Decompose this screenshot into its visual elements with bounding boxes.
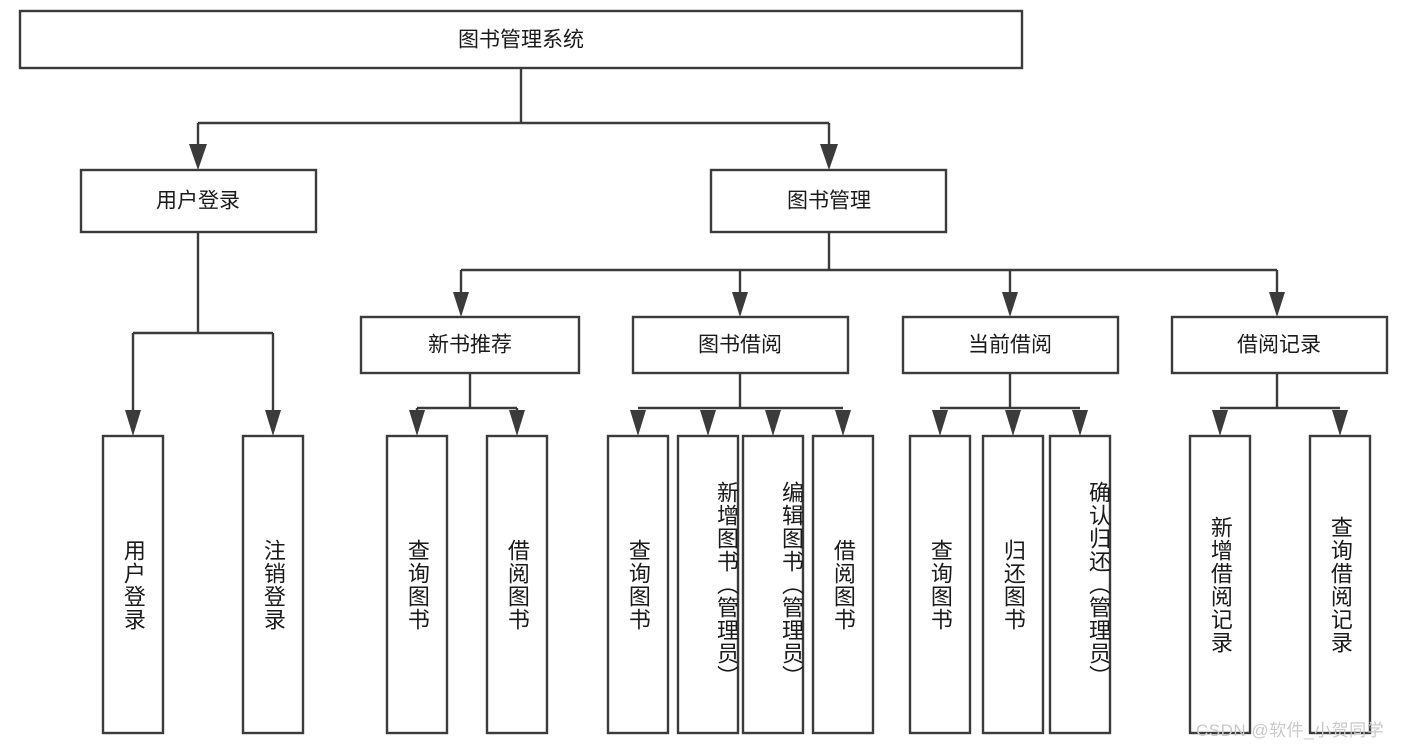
node-leaf-borrow-book-nbr-box[interactable] — [485, 434, 549, 735]
node-leaf-query-book-nbr-box[interactable] — [385, 434, 449, 735]
node-leaf-query-book-bb-box[interactable] — [606, 434, 670, 735]
node-book-borrow-box[interactable] — [631, 315, 850, 375]
node-current-borrow-label: 当前借阅 — [968, 334, 1052, 357]
node-current-borrow-box[interactable] — [901, 315, 1120, 375]
node-leaf-edit-book-admin-box[interactable] — [741, 434, 805, 735]
node-new-book-recommend-box[interactable] — [359, 315, 581, 375]
node-book-borrow[interactable]: 图书借阅 — [631, 315, 850, 375]
arrow-head-current-borrow — [1002, 292, 1018, 317]
node-user-login-label: 用户登录 — [156, 190, 240, 213]
node-current-borrow[interactable]: 当前借阅 — [901, 315, 1120, 375]
arrow-head-leaf-query-book-nbr — [409, 410, 425, 436]
arrow-head-leaf-query-book-cb — [932, 410, 948, 436]
csdn-watermark: CSDN @软件_小贺同学 — [1196, 721, 1385, 740]
connector-group-user-login — [125, 232, 281, 436]
arrow-head-book-borrow — [732, 292, 748, 317]
node-user-login-box[interactable] — [79, 168, 318, 234]
arrow-head-new-book-recommend — [453, 292, 469, 317]
node-leaf-confirm-return-box[interactable] — [1048, 434, 1112, 735]
arrow-head-leaf-logout — [265, 410, 281, 436]
node-borrow-records[interactable]: 借阅记录 — [1170, 315, 1389, 375]
arrow-head-leaf-add-book-admin — [700, 410, 716, 436]
arrow-head-leaf-add-borrow-record — [1212, 410, 1228, 436]
connector-group-new-book-recommend — [409, 373, 525, 436]
node-book-borrow-label: 图书借阅 — [698, 334, 782, 357]
node-new-book-recommend[interactable]: 新书推荐 — [359, 315, 581, 375]
connector-group-current-borrow — [932, 373, 1088, 436]
arrow-head-leaf-borrow-book-bb — [835, 410, 851, 436]
arrow-head-book-management — [820, 144, 838, 170]
arrow-head-leaf-edit-book-admin — [765, 410, 781, 436]
connector-group-book-management — [453, 232, 1285, 317]
node-user-login[interactable]: 用户登录 — [79, 168, 318, 234]
leaf-box-group — [101, 434, 1372, 735]
node-leaf-query-borrow-record-box[interactable] — [1308, 434, 1372, 735]
node-root[interactable]: 图书管理系统 — [18, 9, 1024, 70]
node-borrow-records-label: 借阅记录 — [1237, 334, 1321, 357]
connector-group-borrow-records — [1212, 373, 1348, 436]
node-book-management[interactable]: 图书管理 — [709, 168, 948, 234]
connector-group-root — [189, 68, 838, 170]
node-new-book-recommend-label: 新书推荐 — [428, 334, 512, 357]
node-book-management-label: 图书管理 — [787, 190, 871, 213]
node-leaf-user-login-box[interactable] — [101, 434, 165, 735]
node-leaf-logout-box[interactable] — [241, 434, 305, 735]
arrow-head-leaf-borrow-book-nbr — [509, 410, 525, 436]
arrow-head-leaf-return-book — [1005, 410, 1021, 436]
node-leaf-add-book-admin-box[interactable] — [676, 434, 740, 735]
node-root-box[interactable] — [18, 9, 1024, 70]
arrow-head-borrow-records — [1269, 292, 1285, 317]
node-leaf-add-borrow-record-box[interactable] — [1188, 434, 1252, 735]
node-leaf-query-book-cb-box[interactable] — [908, 434, 972, 735]
arrow-head-leaf-query-book-bb — [630, 410, 646, 436]
arrow-head-leaf-confirm-return — [1072, 410, 1088, 436]
arrow-head-user-login — [189, 144, 207, 170]
connector-group-book-borrow — [630, 373, 851, 436]
node-leaf-return-book-box[interactable] — [981, 434, 1045, 735]
arrow-head-leaf-user-login — [125, 410, 141, 436]
node-root-label: 图书管理系统 — [458, 29, 584, 52]
arrow-head-leaf-query-borrow-record — [1332, 410, 1348, 436]
node-leaf-borrow-book-bb-box[interactable] — [811, 434, 875, 735]
node-book-management-box[interactable] — [709, 168, 948, 234]
node-borrow-records-box[interactable] — [1170, 315, 1389, 375]
